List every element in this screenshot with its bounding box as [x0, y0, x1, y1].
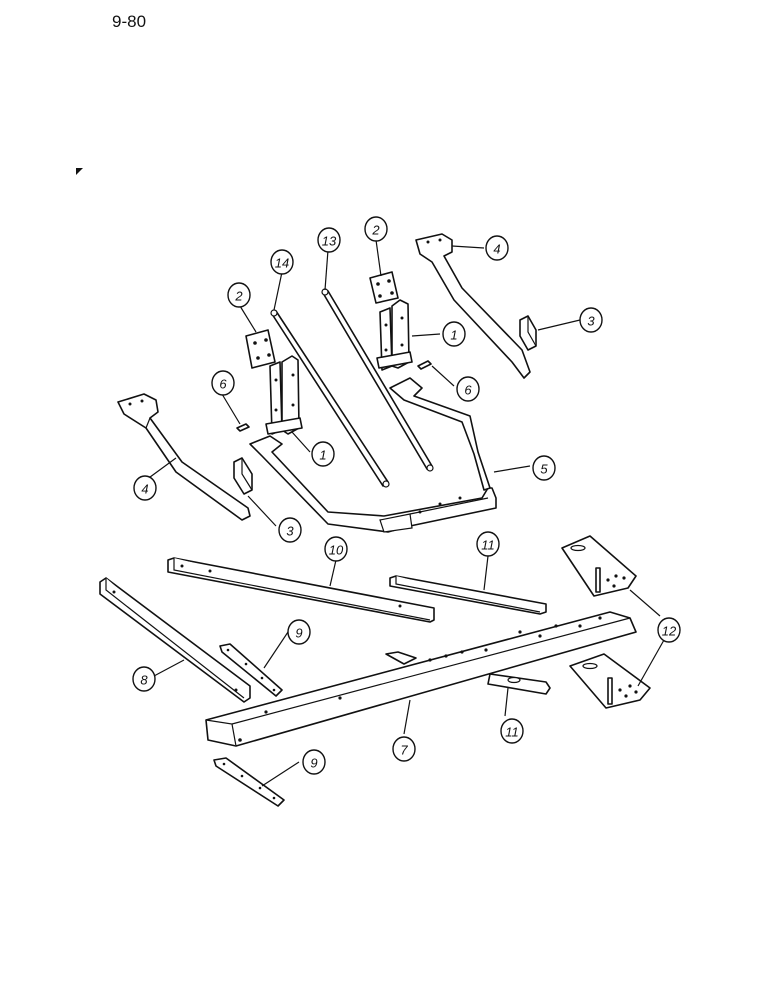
callout-label: 14 — [275, 256, 289, 271]
callout-circle — [476, 531, 500, 557]
callout-label: 9 — [295, 626, 302, 641]
part-11-lower-angle — [487, 673, 551, 695]
callout-circle — [317, 227, 341, 253]
callout-6: 6 — [456, 376, 480, 402]
callout-1: 1 — [442, 321, 466, 347]
callout-label: 11 — [481, 538, 495, 553]
callout-circle — [442, 321, 466, 347]
callout-4: 4 — [485, 235, 509, 261]
part-2-left-plate — [245, 329, 276, 369]
callout-12: 12 — [657, 617, 681, 643]
callout-circle — [456, 376, 480, 402]
part-4-right-arm — [415, 233, 531, 379]
callout-label: 3 — [286, 524, 294, 539]
part-6-left-pin — [236, 423, 250, 432]
callout-label: 9 — [310, 756, 317, 771]
callout-label: 4 — [493, 242, 500, 257]
callout-circle — [532, 455, 556, 481]
callout-label: 3 — [587, 314, 595, 329]
part-5-frame — [249, 377, 497, 533]
part-8-angle — [99, 577, 251, 703]
callout-circle — [324, 536, 348, 562]
callout-circle — [311, 441, 335, 467]
part-9-upper-strap — [219, 643, 283, 697]
leader-lines — [145, 239, 665, 787]
callout-label: 11 — [505, 725, 519, 740]
callout-10: 10 — [324, 536, 348, 562]
callout-circle — [657, 617, 681, 643]
corner-mark — [76, 168, 83, 175]
part-6-right-pin — [417, 360, 432, 370]
callout-1: 1 — [311, 441, 335, 467]
part-12-lower-plate — [569, 653, 651, 709]
part-3-left-block — [233, 457, 253, 495]
callout-9: 9 — [302, 749, 326, 775]
callout-label: 7 — [400, 743, 408, 758]
callout-label: 12 — [662, 624, 677, 639]
part-12-upper-plate — [561, 535, 637, 597]
callout-circle — [302, 749, 326, 775]
callout-label: 5 — [540, 462, 548, 477]
callout-8: 8 — [132, 666, 156, 692]
callout-circle — [211, 370, 235, 396]
callout-label: 4 — [141, 482, 148, 497]
callout-circle — [227, 282, 251, 308]
part-1-right-bracket — [376, 299, 413, 371]
callout-circle — [132, 666, 156, 692]
callout-label: 1 — [319, 448, 326, 463]
callout-circle — [278, 517, 302, 543]
callout-7: 7 — [392, 736, 416, 762]
part-10-channel — [167, 557, 435, 623]
callout-6: 6 — [211, 370, 235, 396]
callout-13: 13 — [317, 227, 341, 253]
callout-5: 5 — [532, 455, 556, 481]
page-number: 9-80 — [112, 12, 147, 31]
callout-2: 2 — [227, 282, 251, 308]
callout-label: 10 — [329, 543, 344, 558]
callout-circle — [364, 216, 388, 242]
callout-circle — [500, 718, 524, 744]
part-13-brace-rod — [321, 288, 434, 472]
callout-circle — [133, 475, 157, 501]
part-11-upper-angle — [389, 575, 547, 615]
callout-circle — [392, 736, 416, 762]
part-2-right-plate — [369, 271, 399, 304]
callout-3: 3 — [278, 517, 302, 543]
callout-14: 14 — [270, 249, 294, 275]
callout-circle — [579, 307, 603, 333]
callout-label: 1 — [450, 328, 457, 343]
part-7-main-tube — [205, 611, 637, 747]
callout-9: 9 — [287, 619, 311, 645]
small-bracket — [385, 651, 417, 665]
part-9-lower-strap — [213, 757, 285, 807]
callout-2: 2 — [364, 216, 388, 242]
part-3-right-block — [519, 315, 537, 351]
callout-label: 6 — [219, 377, 227, 392]
callout-label: 13 — [322, 234, 337, 249]
callout-label: 2 — [371, 223, 380, 238]
part-1-left-bracket — [265, 355, 303, 435]
callout-label: 6 — [464, 383, 472, 398]
callout-label: 2 — [234, 289, 243, 304]
part-4-left-arm — [117, 393, 251, 521]
callout-4: 4 — [133, 475, 157, 501]
part-14-brace-rod — [270, 309, 390, 488]
callout-11: 11 — [500, 718, 524, 744]
callout-11: 11 — [476, 531, 500, 557]
callout-3: 3 — [579, 307, 603, 333]
callout-circle — [287, 619, 311, 645]
callout-circle — [485, 235, 509, 261]
callout-label: 8 — [140, 673, 148, 688]
callout-circle — [270, 249, 294, 275]
